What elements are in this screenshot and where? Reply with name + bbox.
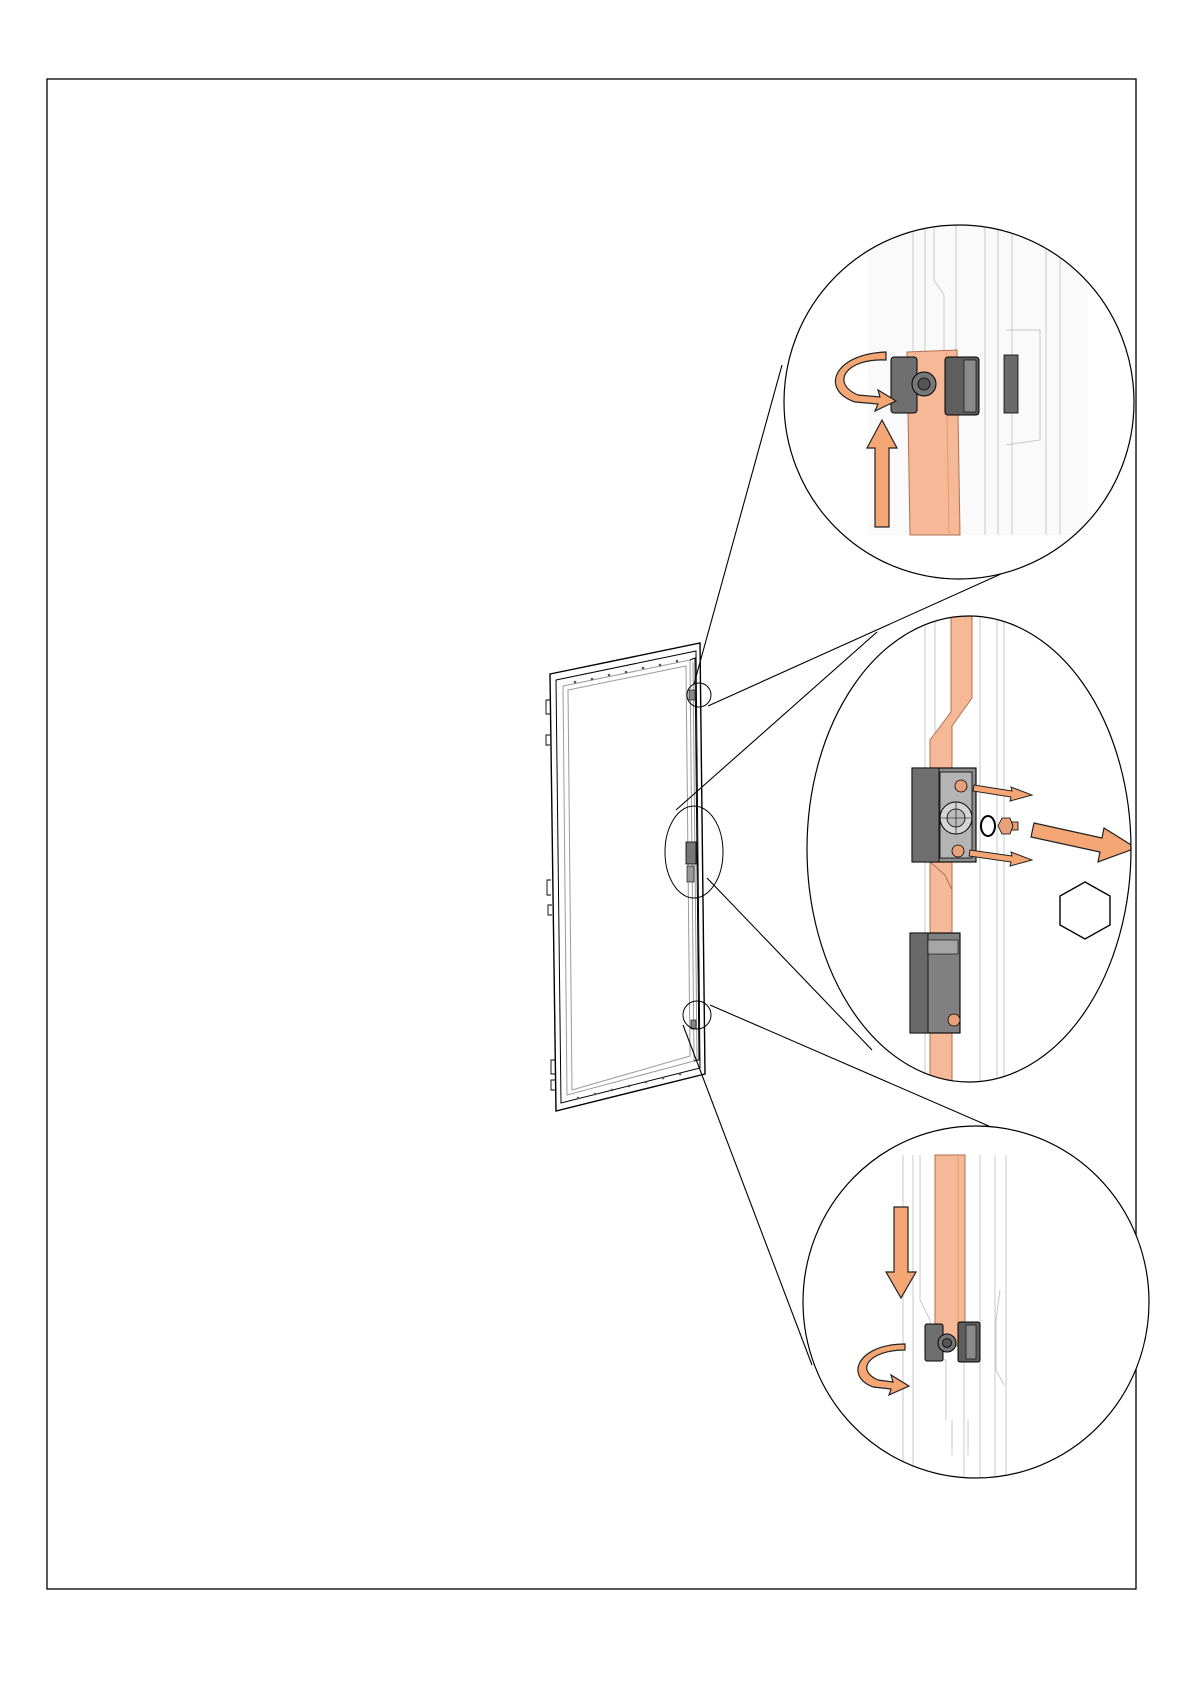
washer bbox=[981, 816, 995, 836]
detail-top-view bbox=[784, 225, 1134, 579]
overview-lock-housing bbox=[686, 842, 696, 864]
detail-middle-view bbox=[807, 615, 1136, 1082]
detail-bottom-view bbox=[803, 1126, 1149, 1480]
top-rail-fasteners bbox=[574, 660, 679, 684]
locking-rod bbox=[935, 1155, 965, 1346]
housing-screw-top bbox=[955, 780, 967, 792]
housing-screw-bottom bbox=[952, 845, 964, 857]
door-panel-overview bbox=[546, 643, 723, 1111]
door-outer-frame bbox=[550, 643, 705, 1111]
